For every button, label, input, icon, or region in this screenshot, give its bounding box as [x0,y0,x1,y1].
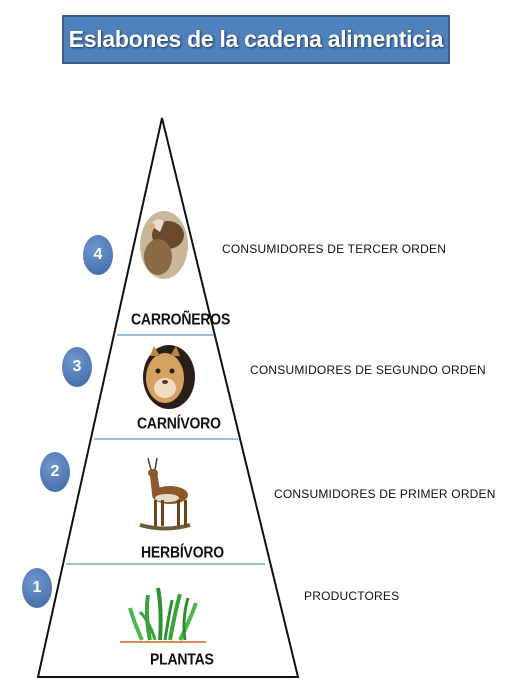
level-4-number-badge: 4 [83,235,113,275]
level-4-description: CONSUMIDORES DE TERCER ORDEN [222,242,447,256]
level-2-number-badge: 2 [40,452,70,492]
level-3-name: CARNÍVORO [137,413,221,433]
level-1-description: PRODUCTORES [304,589,400,603]
deer-image [139,457,191,531]
level-1-number-badge: 1 [22,568,52,608]
level-1-name: PLANTAS [150,649,214,669]
vulture-image [140,211,188,279]
diagram-title: Eslabones de la cadena alimenticia [68,26,444,52]
plant-image [120,587,206,643]
level-3-description: CONSUMIDORES DE SEGUNDO ORDEN [250,363,486,377]
title-banner: Eslabones de la cadena alimenticia [62,15,450,64]
level-2-name: HERBÍVORO [141,542,224,562]
level-3-number-badge: 3 [62,347,92,387]
level-4-name: CARROÑEROS [131,309,231,329]
puma-image [143,345,195,409]
level-2-description: CONSUMIDORES DE PRIMER ORDEN [274,487,496,501]
